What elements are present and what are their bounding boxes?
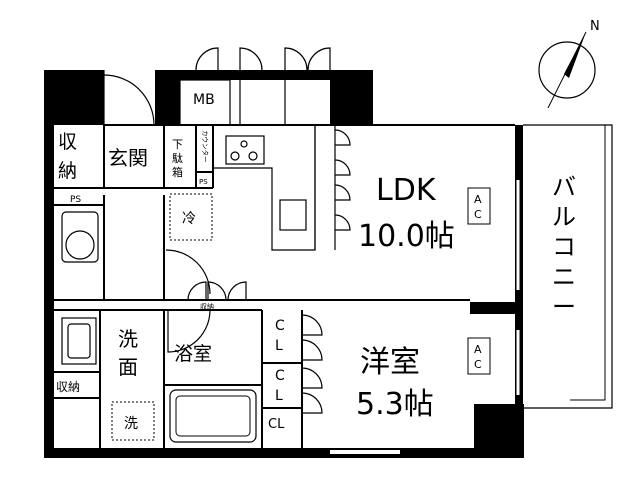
shoe-box-char-3: 箱 bbox=[172, 165, 183, 179]
cl1-l: L bbox=[275, 338, 283, 354]
ac-ldk-c: C bbox=[474, 208, 482, 221]
bathtub-inner bbox=[175, 395, 251, 437]
toilet bbox=[61, 211, 99, 263]
shoe-box-char-1: 下 bbox=[172, 138, 183, 151]
mb-label: MB bbox=[193, 92, 215, 108]
balcony-inner bbox=[570, 125, 606, 401]
bathtub bbox=[169, 389, 257, 443]
ac-ldk-a: A bbox=[474, 193, 482, 206]
ldk-size: 10.0帖 bbox=[358, 219, 455, 254]
ac-ldk bbox=[467, 187, 491, 225]
ac-western-c: C bbox=[474, 358, 482, 371]
balcony-char-5: ー bbox=[552, 293, 576, 321]
washroom-char-2: 面 bbox=[118, 355, 138, 379]
hall-doors bbox=[165, 249, 247, 301]
closet-doors bbox=[301, 314, 323, 414]
storage-top-char-1: 収 bbox=[58, 131, 77, 153]
storage-top-char-2: 納 bbox=[58, 160, 77, 182]
bath-door-arc-3 bbox=[227, 281, 247, 301]
compass-north-label: N bbox=[590, 19, 600, 34]
fridge-label: 冷 bbox=[182, 211, 196, 227]
sink bbox=[279, 199, 307, 231]
wall-top-block-1 bbox=[155, 70, 180, 125]
compass: N bbox=[538, 19, 600, 109]
cl2-c: C bbox=[275, 368, 285, 384]
cabinet-arc-1 bbox=[334, 129, 351, 146]
wall-bottom bbox=[44, 448, 524, 458]
mb-closet bbox=[179, 79, 231, 126]
western-size: 5.3帖 bbox=[356, 387, 434, 422]
washer-label: 洗 bbox=[124, 416, 138, 432]
closet-arc-3 bbox=[301, 367, 323, 389]
entrance-label: 玄関 bbox=[108, 146, 148, 170]
door-arc-3 bbox=[284, 47, 308, 71]
balcony-char-1: バ bbox=[552, 173, 576, 201]
entry-door-arc bbox=[103, 74, 155, 126]
cl3-label: CL bbox=[268, 417, 285, 432]
washbasin-bowl bbox=[67, 323, 91, 359]
toilet-tank bbox=[61, 211, 99, 263]
wall-top-mb bbox=[180, 70, 330, 80]
wall-top-block-2 bbox=[330, 70, 373, 125]
ac-western-a: A bbox=[474, 343, 482, 356]
balcony-label: バ ル コ ニ ー bbox=[552, 173, 576, 321]
closet-arc-2 bbox=[301, 339, 323, 361]
storage-top: 収 納 bbox=[58, 131, 77, 182]
outer-walls bbox=[44, 70, 524, 458]
closet-arc-4 bbox=[301, 392, 323, 414]
cabinet-arc-4 bbox=[334, 214, 351, 231]
wall-bottom-right-block bbox=[474, 404, 524, 458]
storage-bottom-label: 収納 bbox=[56, 380, 80, 394]
bath-door-arc bbox=[167, 309, 211, 353]
compass-axis bbox=[547, 31, 587, 109]
ldk-name: LDK bbox=[376, 173, 437, 208]
cabinet-arc-2 bbox=[334, 159, 351, 176]
closet-arc-1 bbox=[301, 314, 323, 336]
balcony-char-2: ル bbox=[552, 203, 576, 231]
cl2-l: L bbox=[275, 388, 283, 404]
cabinet-arc-3 bbox=[334, 184, 351, 201]
door-arc-2 bbox=[239, 47, 263, 71]
shoe-box-char-2: 駄 bbox=[172, 151, 183, 165]
fridge-space bbox=[169, 193, 213, 241]
wall-mid-right bbox=[470, 302, 523, 314]
wall-left bbox=[44, 70, 54, 458]
washer-space bbox=[111, 401, 155, 441]
compass-ring bbox=[538, 41, 596, 99]
burner-3 bbox=[240, 140, 248, 148]
kitchen bbox=[213, 125, 351, 251]
washroom-char-1: 洗 bbox=[118, 327, 138, 351]
stove bbox=[225, 135, 265, 165]
western-name: 洋室 bbox=[360, 345, 420, 380]
ps-left-label: PS bbox=[70, 195, 81, 205]
burner-2 bbox=[248, 151, 258, 161]
balcony-char-4: ニ bbox=[552, 263, 576, 291]
bath-door-arc-2 bbox=[207, 281, 227, 301]
washbasin bbox=[61, 317, 97, 365]
top-doors bbox=[103, 47, 331, 126]
door-arc-1 bbox=[195, 47, 219, 71]
closet-small-label: 収納 bbox=[200, 302, 214, 311]
ps-small-label: PS bbox=[199, 178, 208, 186]
toilet-bowl bbox=[65, 230, 95, 260]
bathroom-label: 浴室 bbox=[174, 343, 212, 365]
inner-walls bbox=[54, 124, 515, 448]
door-arc-4 bbox=[307, 47, 331, 71]
burner-1 bbox=[230, 151, 240, 161]
cl1-c: C bbox=[275, 318, 285, 334]
balcony-outline bbox=[523, 124, 613, 409]
counter-label: カウンター bbox=[201, 130, 210, 163]
bath-door-arc-1 bbox=[187, 281, 207, 301]
shoe-box: 下 駄 箱 bbox=[172, 138, 183, 179]
hall-door-arc bbox=[165, 249, 211, 295]
washbasin-counter bbox=[61, 317, 97, 365]
ac-western bbox=[467, 337, 491, 375]
balcony-char-3: コ bbox=[552, 233, 576, 261]
